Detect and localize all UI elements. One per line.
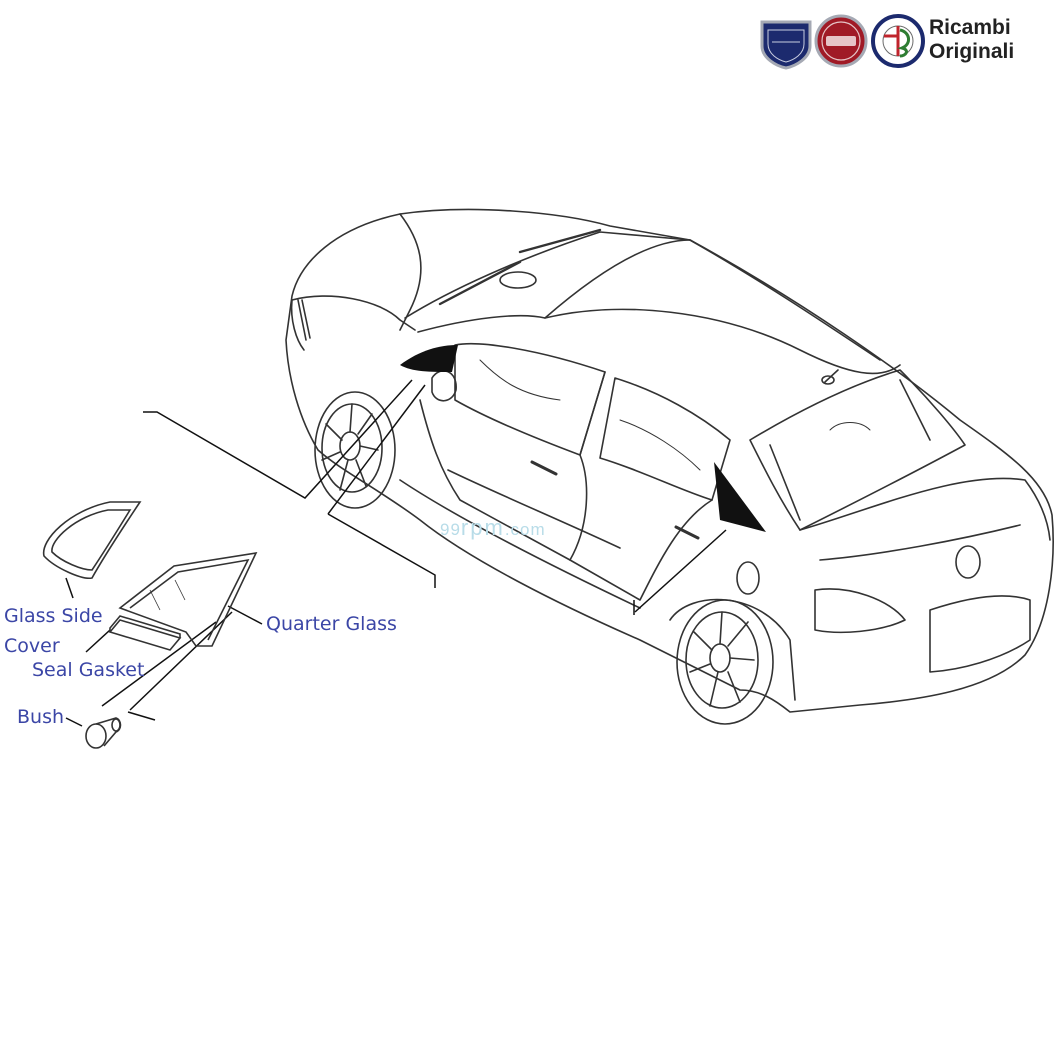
lancia-logo [760, 20, 812, 70]
glass-side-cover-part [42, 501, 142, 579]
seal-gasket-label: Seal Gasket [32, 659, 145, 681]
watermark-main: rpm [460, 515, 505, 540]
quarter-glass-part [118, 551, 258, 647]
brand-line-1: Ricambi [929, 16, 1011, 39]
bush-part [85, 717, 122, 749]
watermark-suffix: .com [504, 520, 546, 539]
car-illustration [285, 208, 1054, 725]
brand-line-2: Originali [929, 40, 1015, 63]
brand-name: Ricambi Originali [929, 16, 1014, 64]
glass-side-cover-label-line2: Cover [4, 635, 60, 657]
leader-lines [65, 379, 727, 727]
watermark-prefix: 99 [440, 520, 461, 539]
seal-gasket-part [108, 615, 182, 651]
watermark: 99rpm.com [440, 515, 546, 541]
front-quarter-glass-highlight [400, 345, 458, 372]
alfa-romeo-logo [871, 14, 925, 68]
bush-label: Bush [17, 706, 65, 728]
quarter-glass-label: Quarter Glass [266, 613, 397, 635]
rear-quarter-glass-highlight [714, 462, 766, 532]
fiat-logo [814, 14, 868, 68]
glass-side-cover-label-line1: Glass Side [4, 605, 103, 627]
